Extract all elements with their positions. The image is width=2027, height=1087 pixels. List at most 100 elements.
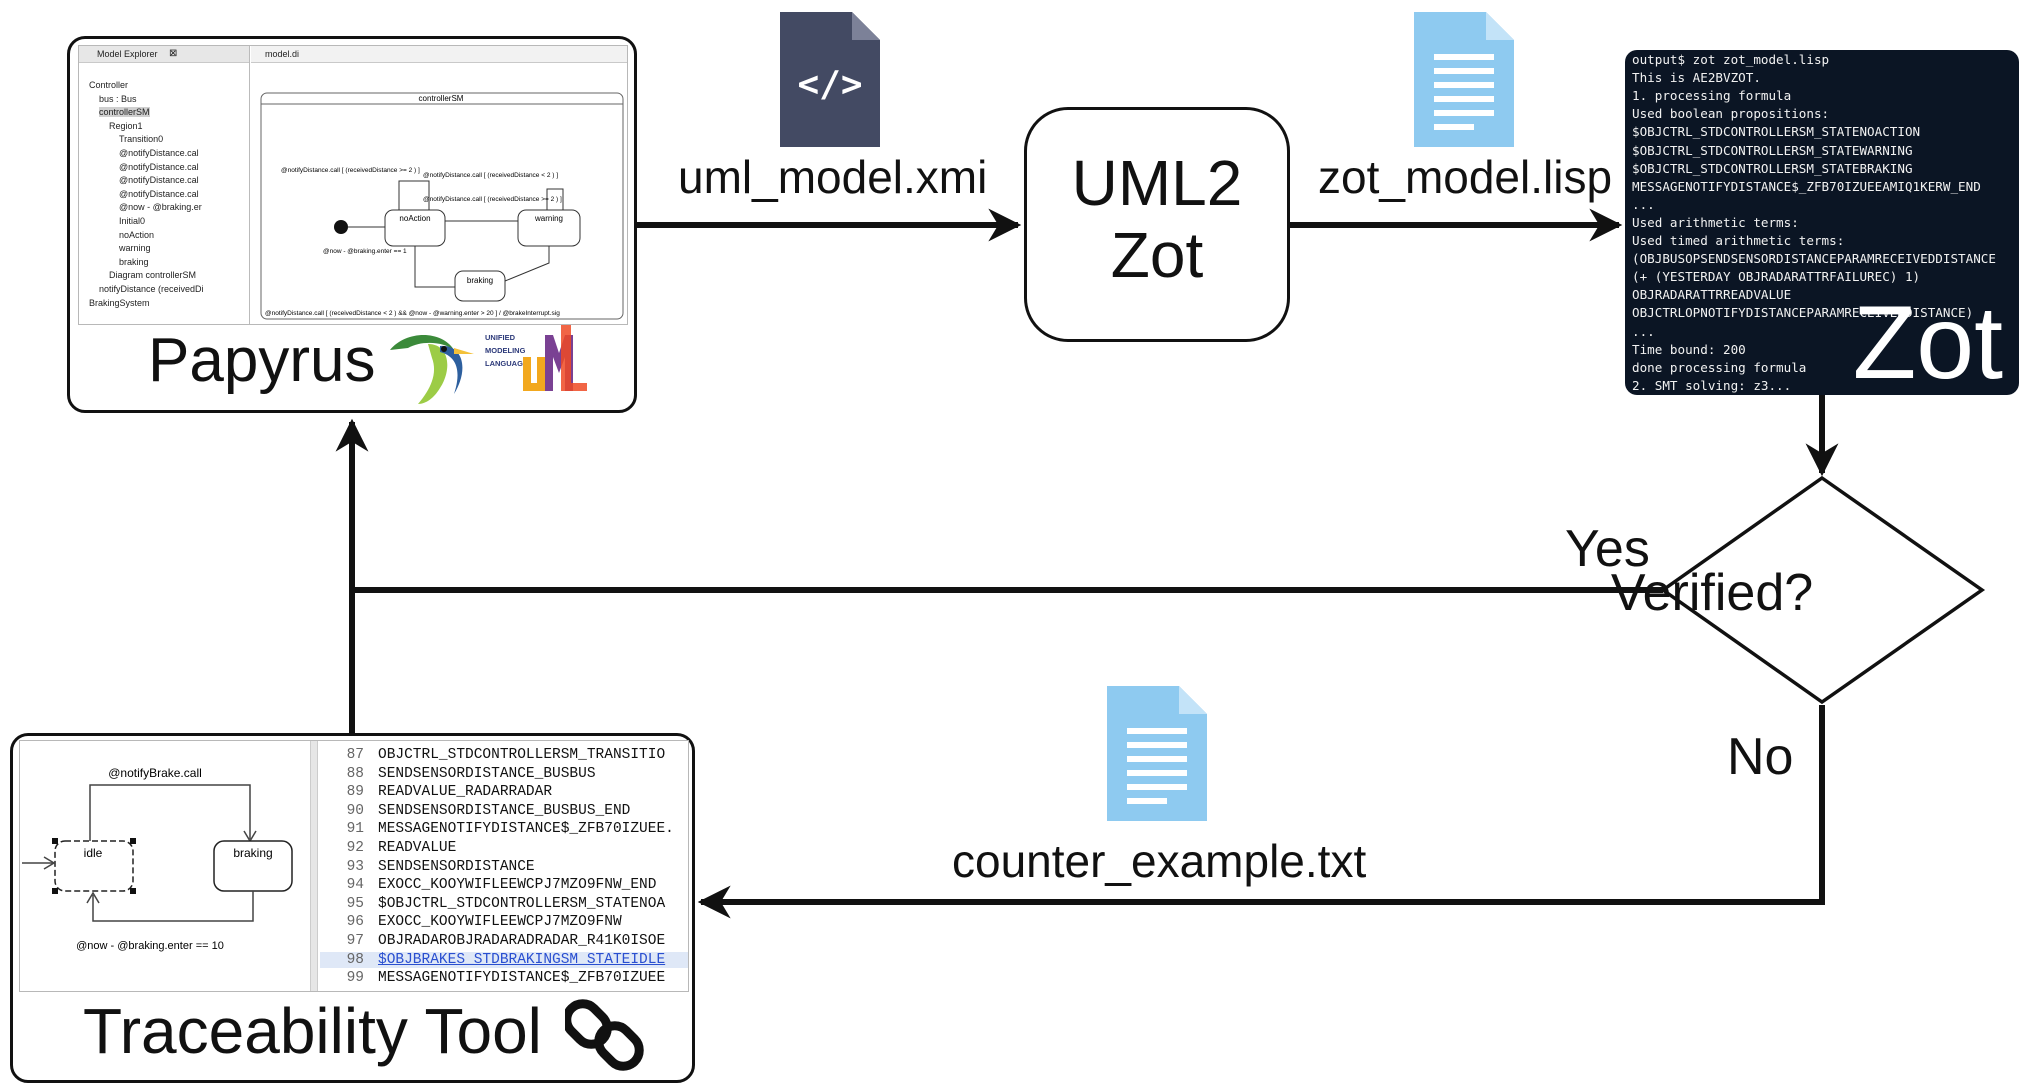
terminal-line: 2. SMT solving: z3...: [1632, 377, 1792, 393]
code-text: EXOCC_KOOYWIFLEEWCPJ7MZO9FNW: [378, 914, 622, 931]
code-text: SENDSENSORDISTANCE_BUSBUS: [378, 765, 596, 782]
line-number: 99: [346, 970, 364, 987]
terminal-line: Time bound: 200: [1632, 341, 1746, 357]
code-file-icon: </>: [780, 12, 880, 147]
terminal-line: $OBJCTRL_STDCONTROLLERSM_STATENOACTION: [1632, 124, 1921, 140]
code-text: READVALUE_RADARRADAR: [378, 784, 553, 801]
traceability-label: Traceability Tool: [83, 995, 542, 1067]
uml-logo-text: UNIFIED MODELING LANGUAGE: [485, 333, 528, 368]
terminal-line: ...: [1632, 196, 1655, 212]
line-number: 96: [346, 914, 364, 931]
terminal-line: OBJCTRLOPNOTIFYDISTANCEPARAMRECEIVEDDIST…: [1632, 305, 1974, 321]
model-tree-item[interactable]: @now - @braking.er: [119, 202, 202, 213]
papyrus-screenshot: Model Explorer ⊠ Controller bus : Bus cont…: [78, 45, 628, 325]
model-tree-item[interactable]: controllerSM: [99, 107, 150, 118]
line-number: 94: [346, 877, 364, 894]
model-tree-item[interactable]: BrakingSystem: [89, 297, 150, 308]
counter-example-file-label: counter_example.txt: [952, 835, 1367, 887]
model-tree-item[interactable]: notifyDistance (receivedDi: [99, 284, 204, 294]
state-idle: idle: [84, 846, 103, 860]
line-number: 89: [346, 784, 364, 801]
terminal-line: $OBJCTRL_STDCONTROLLERSM_STATEWARNING: [1632, 142, 1913, 158]
model-tree-item[interactable]: Diagram controllerSM: [109, 270, 197, 281]
model-tree-item[interactable]: @notifyDistance.cal: [119, 161, 199, 172]
top-event-label: @notifyBrake.call: [108, 766, 202, 780]
uml2zot-line2: Zot: [1110, 219, 1204, 291]
terminal-line: output$ zot zot_model.lisp: [1632, 52, 1830, 67]
code-line[interactable]: 95 $OBJCTRL_STDCONTROLLERSM_STATENOA: [320, 896, 688, 912]
state-machine-diagram: controllerSM noAction warning braking @n…: [260, 92, 624, 320]
state-warning: warning: [534, 214, 563, 223]
code-line[interactable]: 89 READVALUE_RADARRADAR: [320, 784, 688, 800]
model-tree-item[interactable]: braking: [119, 256, 149, 267]
model-tree-item[interactable]: noAction: [119, 229, 155, 240]
terminal-line: Used arithmetic terms:: [1632, 214, 1799, 230]
model-tree-item[interactable]: Initial0: [119, 216, 146, 226]
close-icon[interactable]: ⊠: [169, 48, 178, 59]
line-number: 90: [346, 802, 364, 819]
line-number: 91: [346, 821, 364, 838]
terminal-line: 1. processing formula: [1632, 88, 1792, 104]
line-number: 92: [346, 840, 364, 856]
splitter[interactable]: [310, 741, 318, 991]
model-tree-item[interactable]: warning: [119, 243, 151, 254]
code-text: OBJRADAROBJRADARADRADAR_R41K0ISOE: [378, 933, 666, 949]
code-text: OBJCTRL_STDCONTROLLERSM_TRANSITIO: [378, 747, 666, 763]
state-braking: braking: [233, 846, 272, 860]
model-tree-item[interactable]: Region1: [109, 120, 143, 131]
terminal-line: OBJRADARATTRREADVALUE: [1632, 287, 1792, 303]
guard-left: @now - @braking.enter == 1: [323, 248, 407, 255]
code-text: SENDSENSORDISTANCE: [378, 858, 535, 875]
uml2zot-line1: UML2: [1071, 147, 1243, 219]
model-tree-item[interactable]: bus : Bus: [99, 93, 137, 104]
model-tree-item[interactable]: @notifyDistance.cal: [119, 148, 199, 158]
traceability-panel: @notifyBrake.call idle braking @now - @b…: [10, 733, 695, 1083]
xmi-file-label: uml_model.xmi: [678, 151, 988, 203]
code-text: $OBJCTRL_STDCONTROLLERSM_STATENOA: [378, 895, 666, 912]
tab-model-di[interactable]: model.di: [265, 49, 300, 59]
yes-label: Yes: [1565, 520, 1650, 578]
papyrus-panel: Model Explorer ⊠ Controller bus : Bus cont…: [67, 36, 637, 413]
decision-question: Verified?: [1610, 564, 1814, 622]
tab-model-explorer[interactable]: Model Explorer: [97, 49, 158, 59]
line-number: 95: [346, 895, 364, 912]
decision-diamond: [1659, 475, 1986, 705]
code-line[interactable]: 91 MESSAGENOTIFYDISTANCE$_ZFB70IZUEE.: [320, 821, 688, 837]
code-line[interactable]: 94 EXOCC_KOOYWIFLEEWCPJ7MZO9FNW_END: [320, 877, 688, 893]
uml2zot-translator: UML2 Zot: [1024, 107, 1290, 342]
zot-brand-label: Zot: [1852, 285, 2003, 395]
traceability-state-diagram: @notifyBrake.call idle braking @now - @b…: [22, 766, 293, 952]
state-braking: braking: [467, 276, 493, 285]
code-text: $OBJBRAKES_STDBRAKINGSM_STATEIDLE: [378, 951, 666, 968]
model-tree-item[interactable]: @notifyDistance.cal: [119, 175, 199, 186]
code-text: MESSAGENOTIFYDISTANCE$_ZFB70IZUEE.: [378, 821, 674, 838]
code-line[interactable]: 90 SENDSENSORDISTANCE_BUSBUS_END: [320, 803, 688, 819]
no-label: No: [1727, 728, 1794, 786]
model-tree-item[interactable]: Controller: [89, 80, 129, 90]
terminal-line: Used timed arithmetic terms:: [1632, 233, 1845, 248]
model-tree-item[interactable]: Transition0: [119, 134, 164, 145]
code-text: EXOCC_KOOYWIFLEEWCPJ7MZO9FNW_END: [378, 877, 657, 894]
terminal-line: Used boolean propositions:: [1632, 106, 1830, 122]
arrow-no-to-traceability: [697, 705, 1825, 919]
guard-bottom: @notifyDistance.call [ (receivedDistance…: [265, 310, 560, 317]
terminal-line: $OBJCTRL_STDCONTROLLERSM_STATEBRAKING: [1632, 160, 1913, 176]
model-tree-item[interactable]: @notifyDistance.cal: [119, 188, 199, 199]
code-line[interactable]: 98$OBJBRAKES_STDBRAKINGSM_STATEIDLE: [320, 951, 688, 968]
code-line[interactable]: 96 EXOCC_KOOYWIFLEEWCPJ7MZO9FNW: [320, 914, 688, 930]
traceability-screenshot: @notifyBrake.call idle braking @now - @b…: [19, 740, 689, 992]
code-text: SENDSENSORDISTANCE_BUSBUS_END: [378, 802, 631, 819]
initial-state: [334, 220, 348, 234]
chain-link-icon: [565, 999, 644, 1071]
frame-title: controllerSM: [419, 94, 464, 103]
